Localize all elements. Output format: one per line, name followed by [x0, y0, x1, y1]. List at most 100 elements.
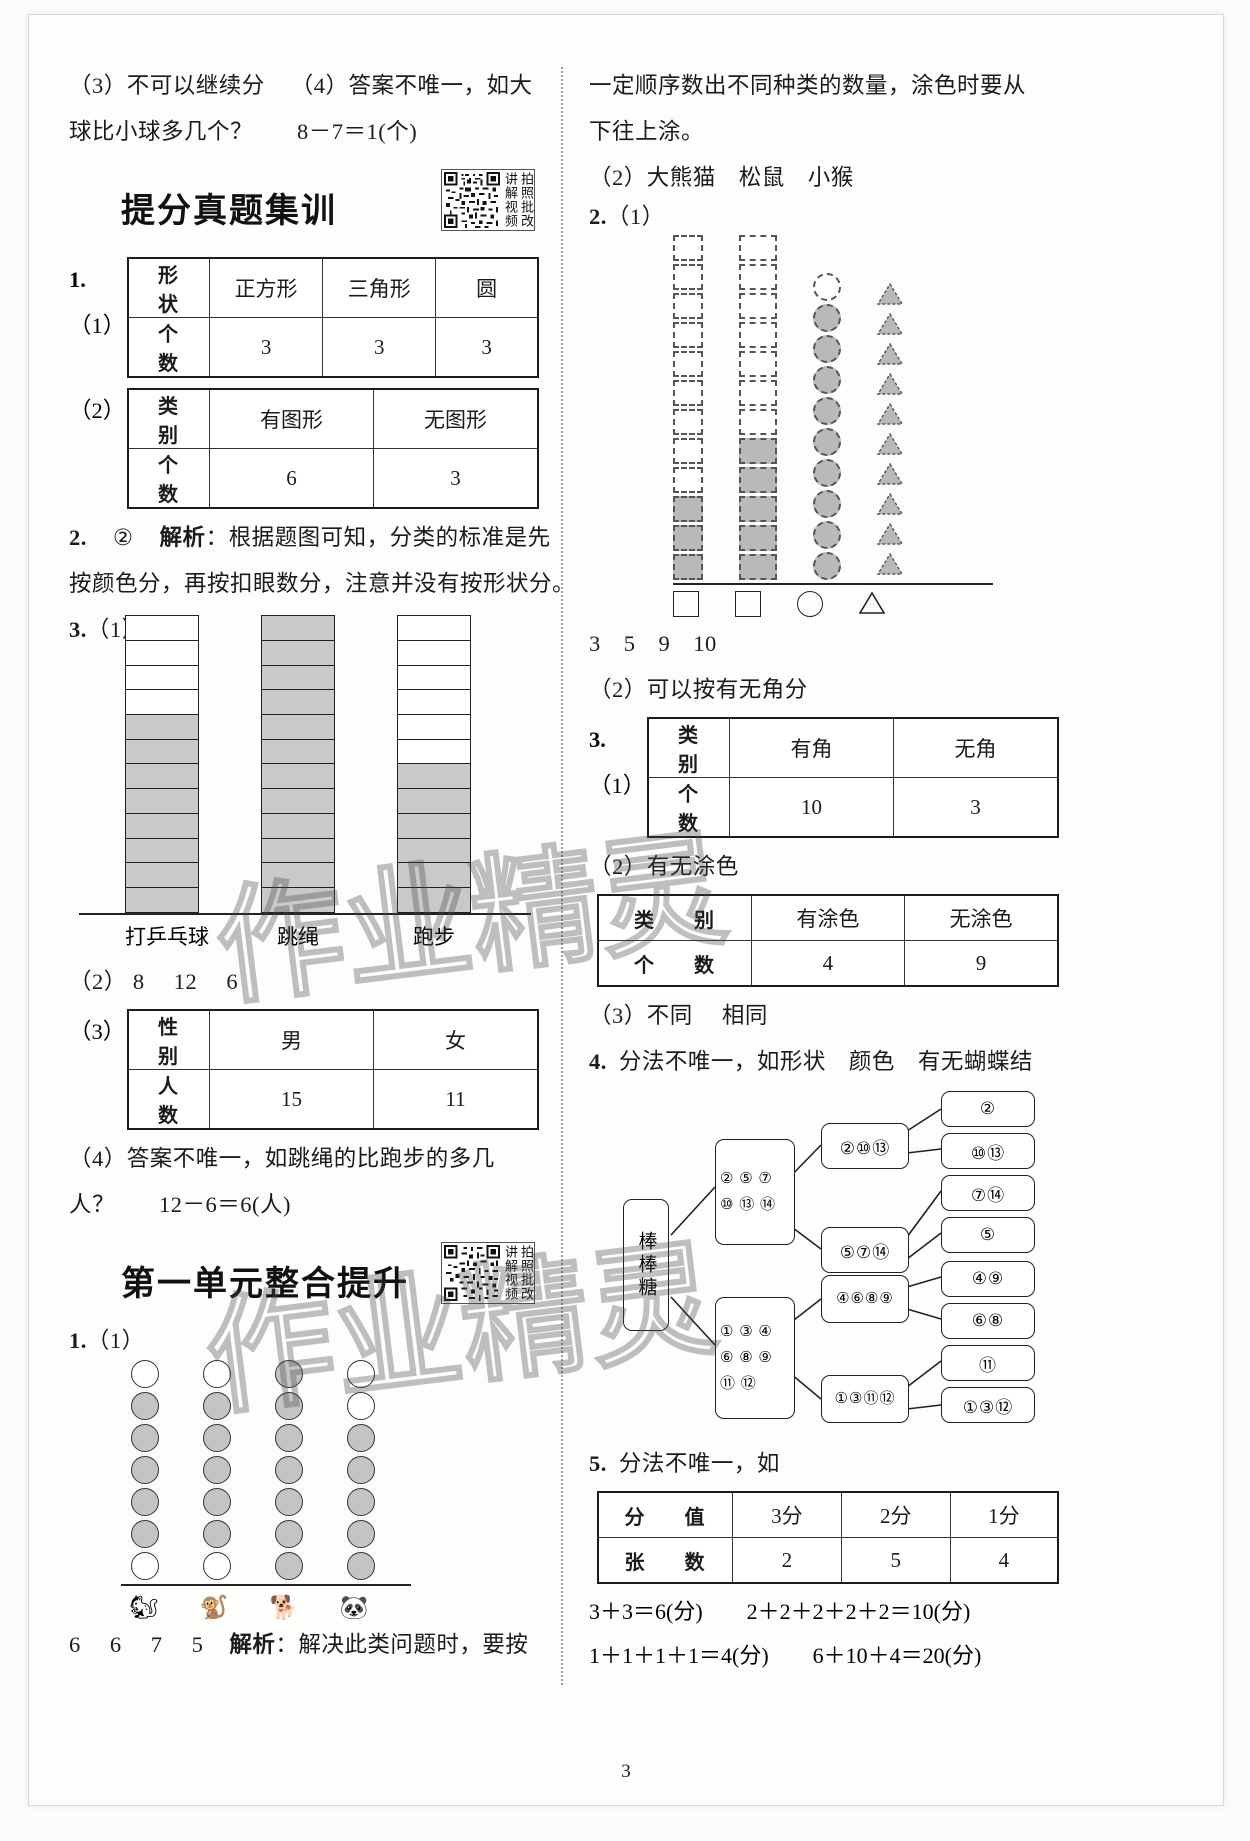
cell-shape-0: 正方形 — [208, 257, 324, 318]
bar-cell — [397, 615, 471, 642]
count-header: 个 数 — [647, 777, 730, 838]
qr-word-jie: 解 — [502, 1259, 517, 1273]
left-top-line-1: （3）不可以继续分（4）答案不唯一，如大 — [69, 63, 539, 109]
pictograph-square — [673, 351, 703, 377]
circle-cell — [275, 1520, 303, 1548]
bar-cell — [125, 689, 199, 716]
circle-cell — [131, 1488, 159, 1516]
circle-column — [275, 1360, 303, 1580]
q4-number: 1. — [69, 1328, 87, 1353]
pictograph-square — [673, 322, 703, 348]
bar-cell — [261, 788, 335, 815]
section-title-2: 第一单元整合提升 — [121, 1264, 409, 1304]
animal-circle-pictograph — [69, 1360, 539, 1580]
tree-leaf-3: ⑦⑭ — [941, 1175, 1035, 1211]
cell-gender-1: 女 — [373, 1009, 539, 1070]
bar-cell — [125, 812, 199, 839]
bar-cell — [125, 639, 199, 666]
circle-cell — [347, 1456, 375, 1484]
pictograph-column — [876, 282, 904, 580]
cell-count-0: 2 — [731, 1537, 842, 1584]
table-row: 个 数 6 3 — [127, 448, 539, 509]
cell-count-1: 3 — [893, 777, 1059, 838]
circle-cell — [203, 1424, 231, 1452]
category-header: 类 别 — [647, 717, 730, 778]
pictograph-triangle — [876, 312, 904, 340]
r-q4-text: 分法不唯一，如形状 颜色 有无蝴蝶结 — [618, 1049, 1033, 1074]
qr-code-block-2[interactable]: 讲解视频 拍照批改 — [441, 1242, 535, 1304]
pictograph-triangle — [876, 282, 904, 310]
panda-icon: 🐼 — [339, 1594, 369, 1620]
circle-cell — [131, 1424, 159, 1452]
r-q2-sub2: （2）可以按有无角分 — [589, 677, 808, 702]
bar-cell — [125, 837, 199, 864]
tree-leaf-7: ⑪ — [941, 1345, 1035, 1381]
qr-caption-2: 拍照批改 — [518, 172, 533, 228]
bar-cell — [125, 862, 199, 889]
cell-count-2: 4 — [949, 1537, 1059, 1584]
pictograph-square — [739, 438, 777, 464]
cell-count-1: 3 — [373, 448, 539, 509]
pictograph-square — [673, 293, 703, 319]
cell-count-0: 15 — [209, 1069, 374, 1130]
cell-cat-0: 有角 — [729, 717, 894, 778]
bar-cell — [397, 639, 471, 666]
bar-cell — [261, 639, 335, 666]
bar-cell — [397, 812, 471, 839]
r-q3-sub2: （2）有无涂色 — [589, 854, 739, 879]
pictograph-square — [673, 235, 703, 261]
tree-leaf-2: ⑩⑬ — [941, 1133, 1035, 1169]
bar-cell — [397, 664, 471, 691]
cell-count-1: 9 — [903, 940, 1059, 987]
tree-leaf-6: ⑥⑧ — [941, 1303, 1035, 1339]
pictograph-square — [673, 467, 703, 493]
bar-cell — [397, 788, 471, 815]
left-top-line-2: 球比小球多几个？8－7＝1(个) — [69, 109, 539, 155]
bar-cell — [397, 862, 471, 889]
q1-number: 1.（1） — [69, 267, 126, 338]
exercise-bar-chart: 打乒乓球 跳绳 跑步 — [69, 615, 539, 959]
angle-count-table: 类 别 有角 无角 个 数 10 3 — [647, 717, 1059, 838]
pictograph-square — [739, 467, 777, 493]
gender-count-table: 性 别 男 女 人 数 15 11 — [127, 1009, 539, 1130]
pictograph-square — [739, 409, 777, 435]
qr-code-icon[interactable] — [444, 1245, 500, 1301]
symbol-circle — [797, 591, 823, 617]
page-number: 3 — [621, 1761, 631, 1782]
qr-code-icon[interactable] — [444, 172, 500, 228]
q4-line: 1.（1） — [69, 1326, 539, 1356]
table-row: 分 值 3分 2分 1分 — [597, 1491, 1059, 1538]
cell-count-1: 5 — [840, 1537, 951, 1584]
circle-column — [347, 1360, 375, 1580]
qr-word-zhao: 照 — [518, 1259, 533, 1273]
tree-mid-1: ②⑩⑬ — [821, 1123, 909, 1169]
pictograph-column — [673, 235, 703, 580]
bar-cell — [397, 887, 471, 913]
cell-cat-0: 有涂色 — [750, 894, 905, 941]
r-q3-sub3: （3）不同 相同 — [589, 1003, 768, 1028]
pictograph-baseline — [121, 1584, 411, 1586]
bar-jumprope — [261, 615, 335, 913]
q3-sub3-label: （3） — [69, 1019, 126, 1044]
analysis-label: 解析 — [159, 525, 206, 550]
bar-group — [79, 615, 471, 913]
bar-cell — [261, 837, 335, 864]
bar-cell — [125, 788, 199, 815]
q3-sub2: （2） — [69, 969, 127, 994]
right-top-line-2: 下往上涂。 — [589, 119, 705, 144]
bar-cell — [397, 689, 471, 716]
value-header: 分 值 — [597, 1491, 733, 1538]
pictograph-circle — [813, 490, 841, 518]
chart-baseline — [79, 913, 531, 915]
animal-icon-row: 🐿 🐒 🐕 🐼 — [69, 1592, 539, 1622]
q3-sub3-row: （3） 性 别 男 女 人 数 15 11 — [69, 1005, 539, 1136]
bar-cell — [125, 763, 199, 790]
equation-3: 1＋1＋1＋1＝4(分) — [589, 1643, 769, 1668]
qr-caption-1: 讲解视频 — [502, 172, 517, 228]
count-header: 个 数 — [127, 317, 210, 378]
pictograph-circle — [813, 552, 841, 580]
qr-code-block-1[interactable]: 讲解视频 拍照批改 — [441, 169, 535, 231]
pictograph-circle — [813, 304, 841, 332]
pictograph-triangle — [876, 492, 904, 520]
